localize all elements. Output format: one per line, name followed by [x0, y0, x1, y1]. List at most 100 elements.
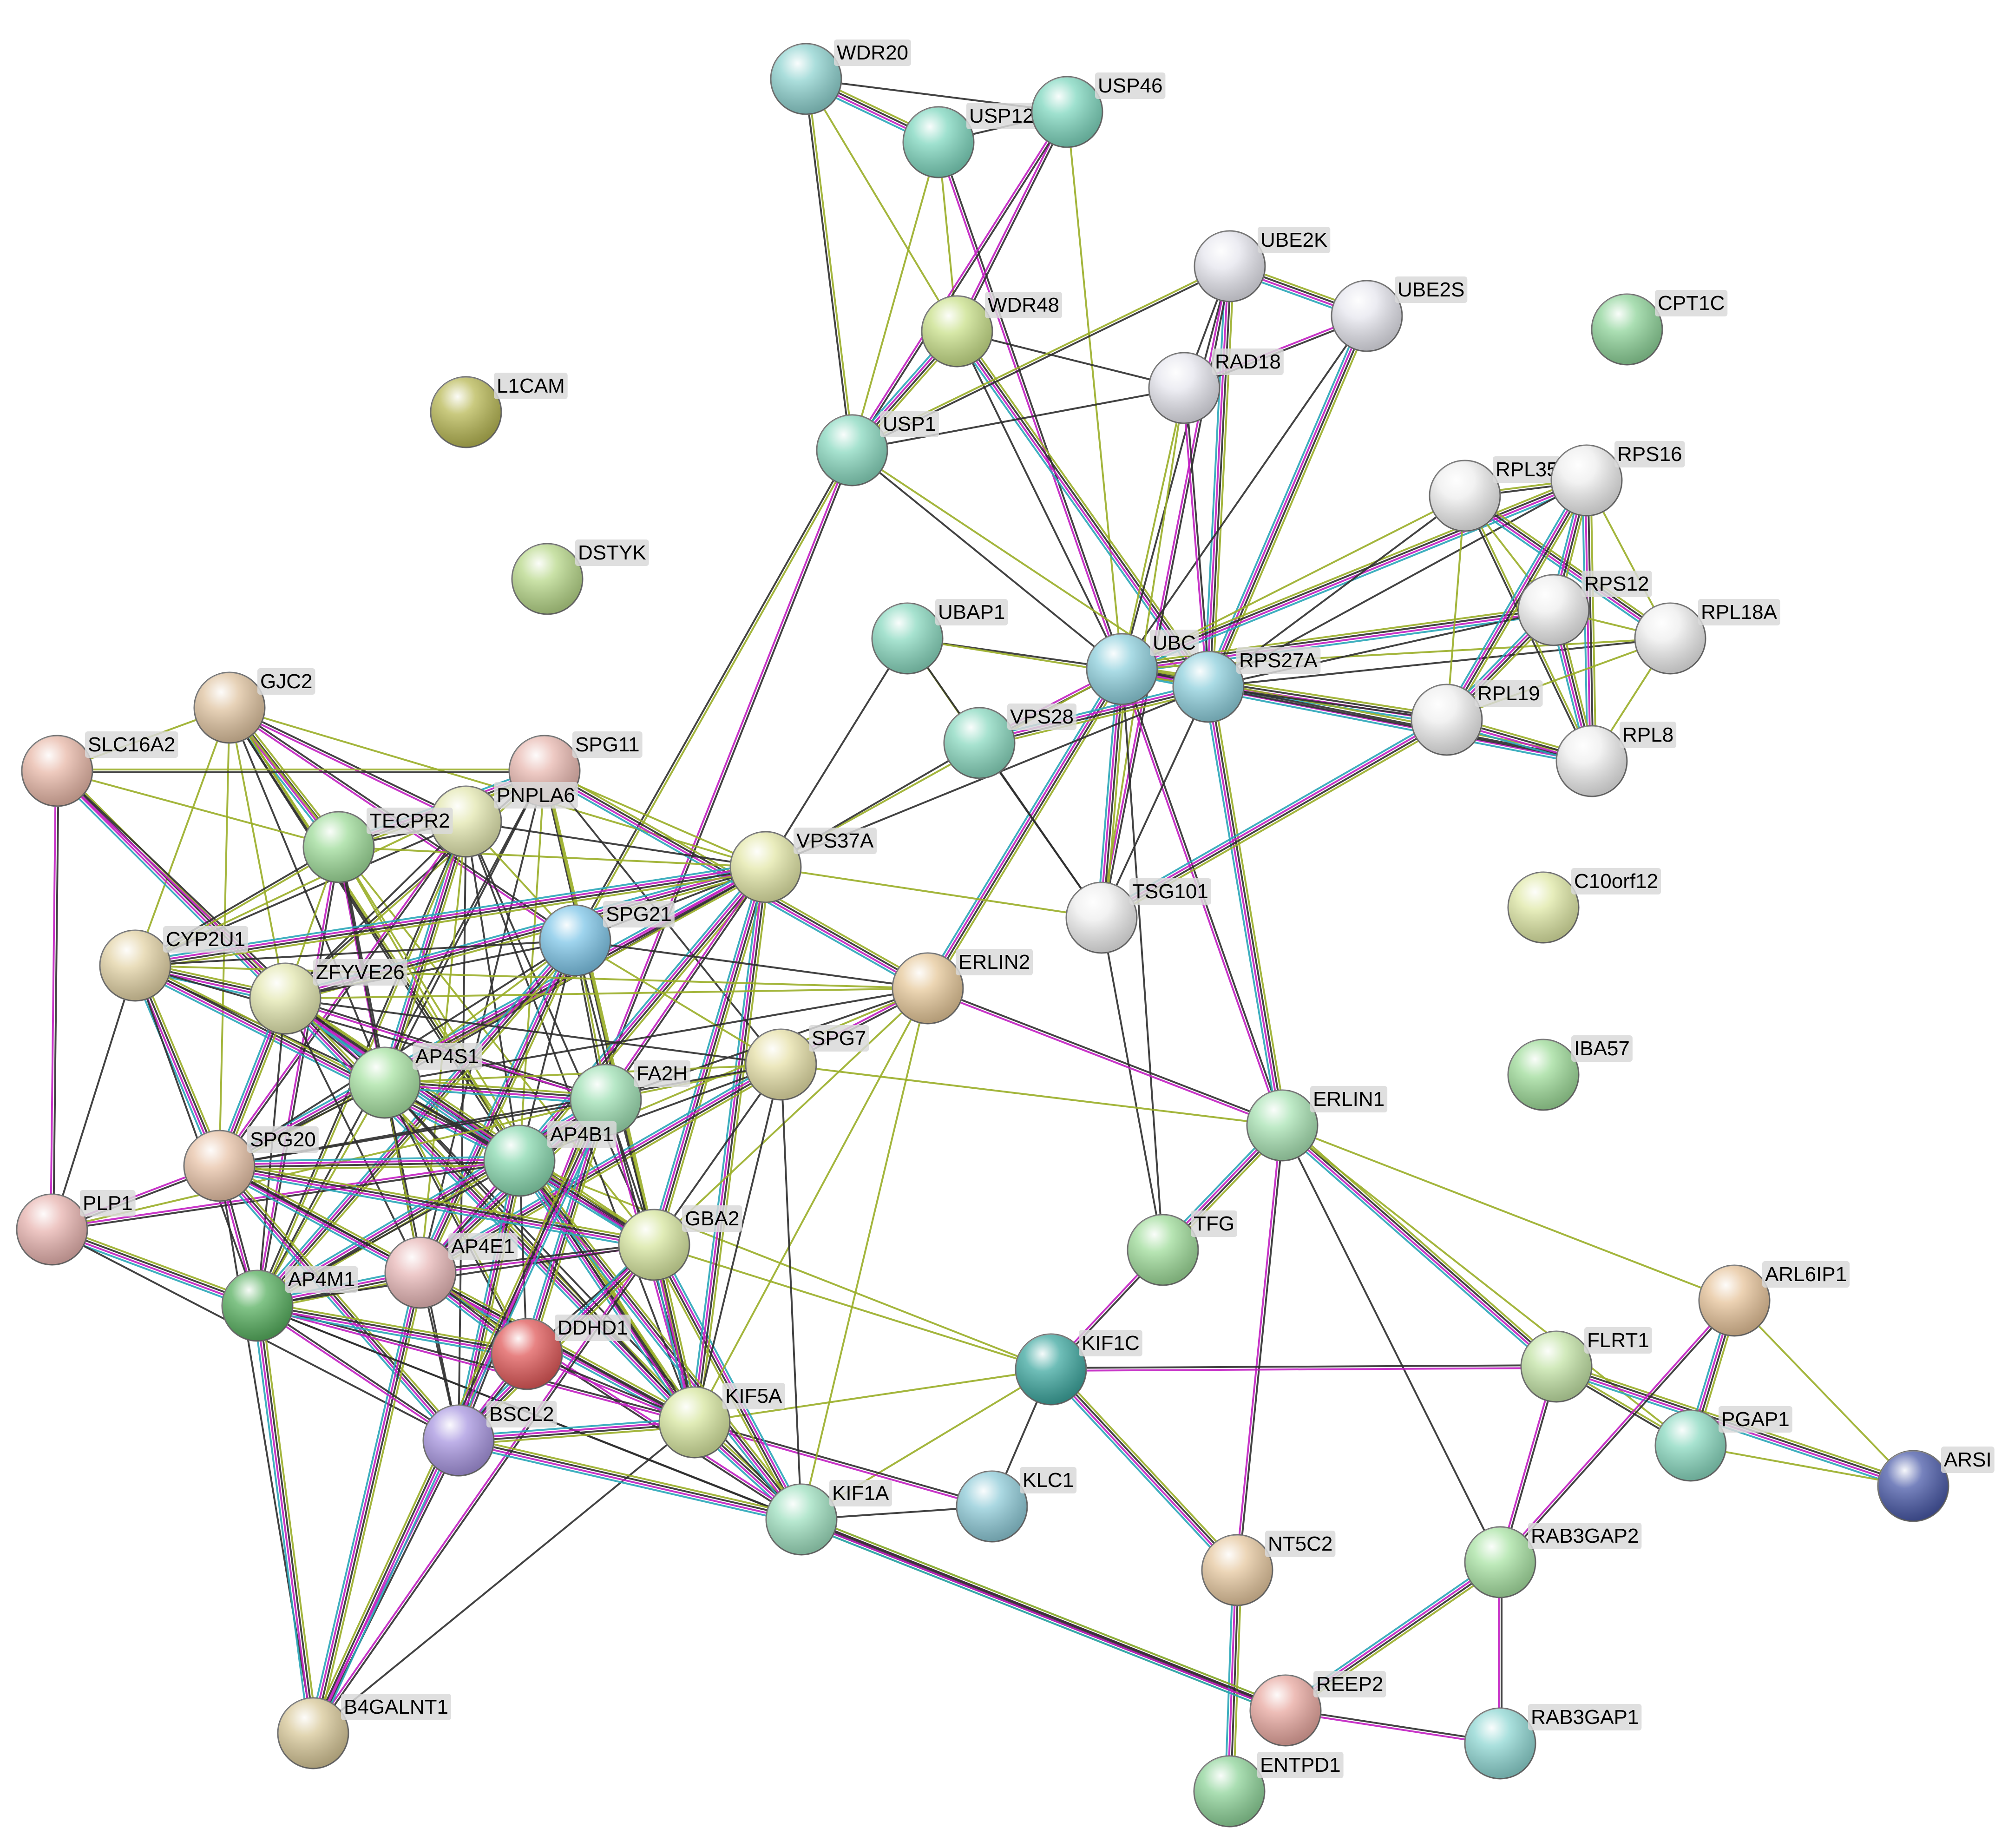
node-rpl35[interactable]: RPL35	[1429, 456, 1561, 532]
node-shading	[892, 953, 963, 1024]
node-flrt1[interactable]: FLRT1	[1520, 1327, 1652, 1403]
node-label-background	[341, 1694, 451, 1720]
node-label: UBE2S	[1398, 278, 1464, 301]
node-spg21[interactable]: SPG21	[539, 901, 675, 977]
edge-RPS27A-RPS12	[1208, 609, 1554, 688]
node-gba2[interactable]: GBA2	[618, 1205, 742, 1281]
node-entpd1[interactable]: ENTPD1	[1193, 1752, 1344, 1828]
node-plp1[interactable]: PLP1	[16, 1190, 136, 1266]
node-b4galnt1[interactable]: B4GALNT1	[277, 1694, 451, 1769]
node-label: UBC	[1153, 631, 1196, 654]
node-iba57[interactable]: IBA57	[1507, 1035, 1633, 1111]
edge-KIF1C-FLRT1	[1050, 1364, 1557, 1372]
node-ube2k[interactable]: UBE2K	[1194, 227, 1331, 303]
node-ube2s[interactable]: UBE2S	[1331, 276, 1468, 352]
node-usp46[interactable]: USP46	[1031, 72, 1166, 148]
node-cyp2u1[interactable]: CYP2U1	[99, 926, 249, 1002]
node-erlin1[interactable]: ERLIN1	[1246, 1086, 1388, 1162]
edge-BSCL2-KIF1A	[457, 1435, 803, 1525]
edge-ERLIN2-KIF1A	[801, 988, 929, 1520]
node-label-background	[313, 959, 407, 986]
node-label-background	[1581, 571, 1652, 597]
node-label: AP4S1	[415, 1045, 479, 1068]
edge-TECPR2-VPS37A	[338, 846, 766, 868]
node-pgap1[interactable]: PGAP1	[1654, 1406, 1792, 1482]
node-usp12[interactable]: USP12	[902, 103, 1037, 178]
edge-GJC2-ZFYVE26	[229, 707, 286, 999]
node-gjc2[interactable]: GJC2	[193, 668, 315, 744]
node-tsg101[interactable]: TSG101	[1065, 878, 1211, 954]
edge-USP46-WDR48	[955, 111, 1070, 333]
node-label-background	[163, 926, 249, 953]
node-zfyve26[interactable]: ZFYVE26	[249, 959, 407, 1035]
edge-UBE2K-UBC	[1121, 266, 1231, 670]
node-fa2h[interactable]: FA2H	[570, 1060, 691, 1136]
node-label: DDHD1	[558, 1316, 628, 1339]
node-kif1a[interactable]: KIF1A	[765, 1480, 892, 1556]
node-label: TECPR2	[369, 809, 450, 832]
node-erlin2[interactable]: ERLIN2	[892, 949, 1033, 1025]
node-rps16[interactable]: RPS16	[1550, 441, 1685, 517]
node-label-background	[1310, 1086, 1388, 1112]
node-shading	[1518, 575, 1589, 645]
node-rab3gap2[interactable]: RAB3GAP2	[1464, 1523, 1642, 1598]
node-label-background	[1150, 630, 1199, 656]
node-label: UBAP1	[938, 601, 1005, 624]
node-ap4m1[interactable]: AP4M1	[221, 1266, 358, 1342]
node-rps12[interactable]: RPS12	[1517, 571, 1652, 646]
node-wdr48[interactable]: WDR48	[921, 292, 1063, 368]
node-label: SPG11	[575, 733, 640, 756]
node-label-background	[1079, 1330, 1142, 1356]
node-dstyk[interactable]: DSTYK	[511, 539, 649, 615]
node-rad18[interactable]: RAD18	[1148, 349, 1284, 424]
node-tfg[interactable]: TFG	[1127, 1210, 1237, 1286]
node-vps28[interactable]: VPS28	[943, 704, 1076, 779]
node-label-background	[722, 1383, 785, 1409]
node-bscl2[interactable]: BSCL2	[422, 1401, 557, 1477]
node-l1cam[interactable]: L1CAM	[430, 373, 568, 448]
node-c10orf12[interactable]: C10orf12	[1507, 868, 1661, 944]
node-label-background	[486, 1401, 557, 1427]
node-ap4b1[interactable]: AP4B1	[483, 1121, 617, 1197]
edge-RAD18-UBC	[1121, 388, 1185, 670]
node-tecpr2[interactable]: TECPR2	[302, 808, 453, 883]
node-ubap1[interactable]: UBAP1	[871, 599, 1008, 675]
node-kif1c[interactable]: KIF1C	[1015, 1330, 1142, 1406]
node-label-background	[794, 828, 877, 854]
node-label-background	[1620, 722, 1677, 748]
node-arl6ip1[interactable]: ARL6IP1	[1698, 1261, 1850, 1337]
edge-SPG7-KIF1A	[780, 1064, 802, 1520]
node-rpl18a[interactable]: RPL18A	[1634, 599, 1780, 675]
node-ddhd1[interactable]: DDHD1	[491, 1315, 631, 1390]
node-vps37a[interactable]: VPS37A	[729, 828, 877, 903]
node-arsi[interactable]: ARSI	[1877, 1447, 1995, 1522]
edge-ERLIN1-FLRT1	[1279, 1121, 1560, 1371]
node-reep2[interactable]: REEP2	[1249, 1671, 1386, 1747]
node-wdr20[interactable]: WDR20	[770, 39, 912, 115]
node-spg7[interactable]: SPG7	[745, 1025, 869, 1101]
node-nt5c2[interactable]: NT5C2	[1201, 1531, 1336, 1606]
node-label: KIF1A	[832, 1482, 889, 1505]
node-shading	[492, 1319, 562, 1389]
node-label-background	[682, 1205, 742, 1232]
node-pnpla6[interactable]: PNPLA6	[430, 782, 578, 858]
node-rpl19[interactable]: RPL19	[1411, 680, 1543, 756]
node-kif5a[interactable]: KIF5A	[658, 1383, 785, 1459]
node-label-background	[572, 731, 643, 758]
node-label-background	[1095, 72, 1166, 99]
edge-PNPLA6-SPG20	[217, 820, 468, 1167]
node-label-background	[1258, 227, 1331, 253]
node-cpt1c[interactable]: CPT1C	[1591, 290, 1728, 366]
node-rps27a[interactable]: RPS27A	[1172, 647, 1321, 723]
node-rpl8[interactable]: RPL8	[1555, 722, 1677, 797]
edge-RPL35-RPL19	[1446, 495, 1466, 720]
node-ap4s1[interactable]: AP4S1	[348, 1043, 482, 1119]
node-klc1[interactable]: KLC1	[956, 1467, 1077, 1543]
node-rab3gap1[interactable]: RAB3GAP1	[1464, 1704, 1642, 1780]
node-spg20[interactable]: SPG20	[183, 1126, 319, 1202]
node-usp1[interactable]: USP1	[816, 411, 939, 487]
node-label-background	[494, 782, 578, 809]
node-slc16a2[interactable]: SLC16A2	[21, 731, 178, 807]
node-ap4e1[interactable]: AP4E1	[384, 1233, 518, 1309]
node-ubc[interactable]: UBC	[1086, 630, 1199, 705]
